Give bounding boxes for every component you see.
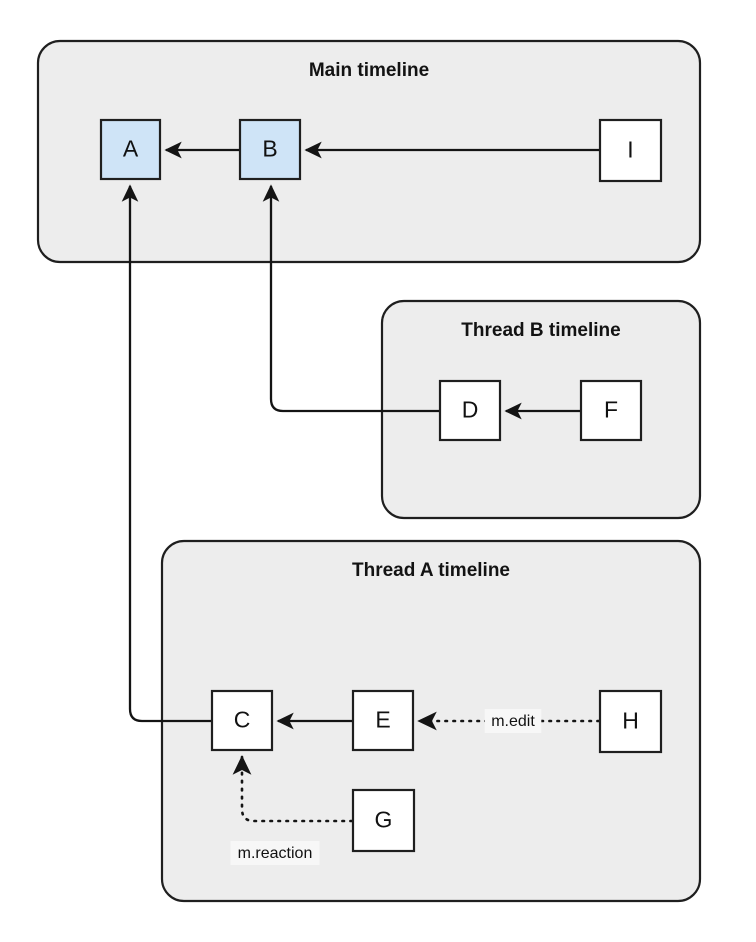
edge-label-G-C: m.reaction [230, 841, 320, 865]
event-node-B[interactable]: B [238, 118, 302, 181]
event-nodes: A B I D F C E G H [99, 118, 663, 853]
timeline-group-title: Main timeline [309, 60, 429, 81]
edge-label-text: m.reaction [238, 845, 313, 862]
event-node-label: I [627, 137, 633, 163]
event-node-H[interactable]: H [598, 689, 663, 754]
event-node-label: E [375, 707, 390, 733]
event-node-D[interactable]: D [438, 379, 502, 442]
event-node-label: C [234, 707, 251, 733]
timeline-group-title: Thread A timeline [352, 560, 510, 581]
event-node-C[interactable]: C [210, 689, 274, 752]
event-node-box [238, 118, 302, 181]
edge-label-background [484, 709, 542, 733]
edge-D-B[interactable] [262, 184, 439, 413]
timeline-group-main[interactable]: Main timeline [36, 39, 702, 264]
event-node-box [598, 689, 663, 754]
timeline-group-box [36, 39, 702, 264]
edge-label-text: m.edit [491, 713, 535, 730]
edge-label-background [230, 841, 320, 865]
event-node-E[interactable]: E [351, 689, 415, 752]
event-node-label: F [604, 397, 618, 423]
event-node-box [598, 118, 663, 183]
timeline-group-box [380, 299, 702, 520]
event-node-box [351, 689, 415, 752]
event-node-label: G [375, 807, 393, 833]
event-node-I[interactable]: I [598, 118, 663, 183]
event-node-label: A [123, 136, 139, 162]
event-node-F[interactable]: F [579, 379, 643, 442]
timeline-group-thread-b[interactable]: Thread B timeline [380, 299, 702, 520]
event-node-G[interactable]: G [351, 788, 416, 853]
edge-labels: m.edit m.reaction [230, 709, 542, 865]
event-node-A[interactable]: A [99, 118, 162, 181]
timeline-group-title: Thread B timeline [461, 320, 620, 341]
event-node-box [579, 379, 643, 442]
edge-G-C[interactable] [232, 755, 354, 823]
edge-label-H-E: m.edit [484, 709, 542, 733]
event-node-box [351, 788, 416, 853]
event-node-box [438, 379, 502, 442]
event-node-label: H [622, 708, 639, 734]
event-node-label: D [462, 397, 479, 423]
event-node-box [210, 689, 274, 752]
event-node-box [99, 118, 162, 181]
event-node-label: B [262, 136, 277, 162]
edge-C-A[interactable] [121, 184, 211, 723]
